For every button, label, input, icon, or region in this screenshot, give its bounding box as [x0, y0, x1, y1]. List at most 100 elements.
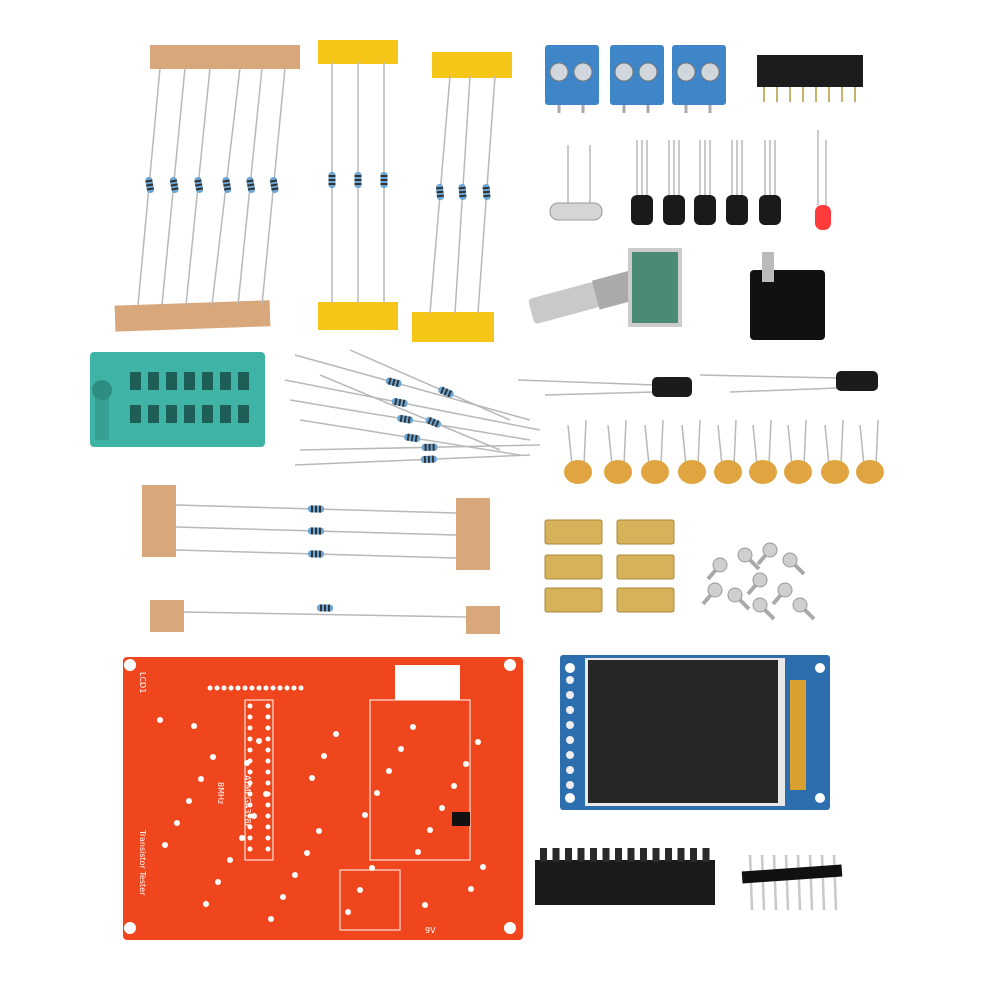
- resistor-band: [403, 415, 407, 423]
- zif-slot: [130, 372, 141, 390]
- encoder-body: [628, 248, 682, 327]
- via-pad: [215, 879, 221, 885]
- lead-wire: [875, 419, 879, 466]
- ceramic-cap: [784, 460, 812, 484]
- resistor-band: [194, 179, 202, 183]
- screw-head: [737, 547, 753, 563]
- screw-head: [614, 62, 634, 82]
- via-pad: [244, 760, 250, 766]
- via-pad: [210, 754, 216, 760]
- resistor-band: [428, 443, 431, 451]
- red-led: [815, 205, 831, 230]
- transistor: [631, 195, 653, 225]
- via-pad: [203, 901, 209, 907]
- ceramic-cap: [856, 460, 884, 484]
- pad: [228, 685, 234, 691]
- resistor-band: [354, 179, 362, 181]
- resistor-band: [402, 399, 406, 407]
- via-pad: [451, 783, 457, 789]
- battery-area: [339, 869, 401, 931]
- screw-head: [676, 62, 696, 82]
- socket-contact: [677, 848, 685, 862]
- pad: [247, 736, 253, 742]
- resistor-band: [328, 179, 336, 181]
- screw-head: [782, 552, 798, 568]
- lead-wire: [752, 424, 758, 466]
- screw-head: [752, 572, 768, 588]
- pad: [298, 685, 304, 691]
- pad: [207, 685, 213, 691]
- screw-head: [707, 582, 723, 598]
- lead-wire: [623, 419, 627, 466]
- resistor-band: [314, 505, 318, 513]
- lead-wire: [517, 379, 656, 386]
- resistor-band: [323, 604, 327, 612]
- lead-wire: [803, 419, 807, 466]
- resistor-band: [247, 183, 255, 187]
- zif-slot: [130, 405, 141, 423]
- ceramic-cap: [641, 460, 669, 484]
- pad: [247, 791, 253, 797]
- resistor-band: [398, 398, 402, 407]
- pad: [277, 685, 283, 691]
- via-pad: [333, 731, 339, 737]
- ceramic-cap: [714, 460, 742, 484]
- via-pad: [422, 902, 428, 908]
- lcd-pin-pad: [566, 691, 574, 699]
- resistor-band: [328, 183, 336, 185]
- resistor-band: [394, 398, 398, 406]
- resistor-band: [327, 604, 331, 612]
- silk-lcd: LCD1: [138, 672, 147, 693]
- zif-socket: [90, 352, 265, 447]
- tape: [150, 45, 300, 69]
- lead-wire: [699, 374, 839, 379]
- terminal-blocks-and-header: [545, 45, 863, 113]
- pad: [221, 685, 227, 691]
- ceramic-cap: [564, 460, 592, 484]
- screw-head: [727, 587, 743, 603]
- pad: [265, 714, 271, 720]
- lcd-pin-pad: [566, 706, 574, 714]
- via-pad: [174, 820, 180, 826]
- via-pad: [374, 790, 380, 796]
- resistor-band: [223, 183, 231, 187]
- resistor-band: [146, 187, 154, 191]
- resistor-band: [427, 455, 431, 463]
- tape: [318, 302, 398, 330]
- pad: [270, 685, 276, 691]
- pad: [242, 685, 248, 691]
- via-pad: [410, 724, 416, 730]
- header-pin: [820, 854, 826, 911]
- screw-head: [792, 597, 808, 613]
- zif-slot: [166, 405, 177, 423]
- tape: [456, 498, 490, 570]
- via-pad: [186, 798, 192, 804]
- resistor-band: [314, 527, 318, 535]
- mcu-footprint: [244, 699, 274, 861]
- pad: [265, 824, 271, 830]
- loose-resistors: [284, 349, 541, 466]
- resistor-band: [447, 389, 452, 398]
- screw-head: [638, 62, 658, 82]
- via-pad: [345, 909, 351, 915]
- pad: [247, 846, 253, 852]
- via-pad: [463, 761, 469, 767]
- socket-contact: [640, 848, 647, 862]
- resistor-band: [270, 183, 278, 187]
- resistor-band: [222, 179, 230, 183]
- crystal-transistors-led: [549, 130, 831, 230]
- resistor-band: [354, 183, 362, 185]
- pad: [247, 714, 253, 720]
- knob-shaft: [528, 282, 600, 324]
- pad: [247, 780, 253, 786]
- resistor-band: [223, 187, 232, 191]
- resistor-band: [436, 186, 444, 190]
- pad: [214, 685, 220, 691]
- pad: [265, 736, 271, 742]
- via-pad: [398, 746, 404, 752]
- silk-block: [395, 665, 460, 700]
- silk-crystal: 8MHz: [216, 782, 225, 804]
- via-pad: [475, 739, 481, 745]
- silk-battery: 9V: [425, 926, 436, 935]
